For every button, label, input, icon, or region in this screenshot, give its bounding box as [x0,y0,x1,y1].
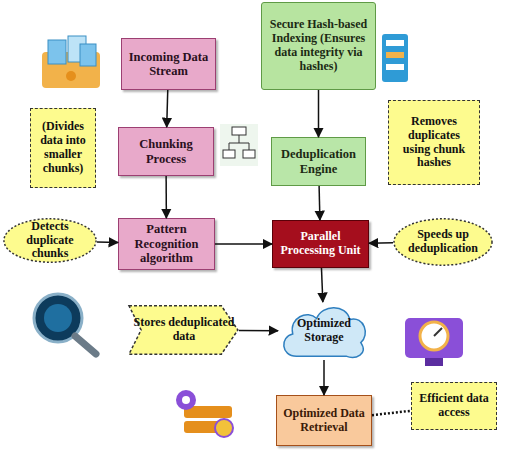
process-box: Optimized Data Retrieval [276,395,372,446]
icon-box [243,150,255,158]
note-ellipse: Detects duplicate chunks [3,218,97,263]
ellipse-shape [4,219,96,263]
arrow-connector [97,241,118,243]
node-label: Chunking Process [119,135,213,168]
screen-body [405,318,463,358]
arrow-connector [321,268,322,302]
process-box: Pattern Recognition algorithm [118,218,215,270]
gauge-needle [434,328,442,336]
server-gear-icon [176,390,233,437]
gauge-dial [420,322,448,350]
icon-box [232,127,246,135]
lock-icon [66,71,76,81]
arrow-connector [239,330,278,332]
arrow-connector [369,242,393,244]
node-label: Optimized Data Retrieval [277,405,371,437]
arrow-connector [318,90,320,137]
gear-icon [215,419,233,437]
node-label: Secure Hash-based Indexing (Ensures data… [262,16,375,75]
process-box: Chunking Process [118,127,214,176]
gauge-icon [405,318,463,366]
process-box: Secure Hash-based Indexing (Ensures data… [261,2,376,90]
process-box: Parallel Processing Unit [272,220,369,268]
panel-icon [382,34,408,82]
process-box: Deduplication Engine [271,137,366,186]
arrow-connector [167,90,168,127]
gear-icon [176,390,196,410]
folder-icon [42,36,100,88]
note-box: Removes duplicates using chunk hashes [388,100,480,185]
gear-hole [182,396,190,404]
flowchart-icon [220,124,258,166]
ellipse-shape [394,219,492,265]
screen-stand [425,358,443,366]
node-label: Efficient data access [412,390,496,422]
note-box: Efficient data access [411,382,497,430]
node-label: Incoming Data Stream [122,48,215,81]
node-label: Pattern Recognition algorithm [119,220,214,267]
document-icon [80,44,96,66]
process-box: Incoming Data Stream [121,38,216,90]
panel-bar [386,64,404,70]
arrow-connector [323,360,325,395]
arrow-connector [215,243,272,245]
node-label: Deduplication Engine [272,145,365,178]
node-label: Detects duplicate chunks [3,218,97,263]
magnifier-handle [75,336,96,354]
magnifier-icon [34,294,96,354]
arrow-connector [318,186,320,220]
note-ellipse: Speeds up deduplication [393,218,493,266]
panel-body [382,34,408,82]
panel-bar [386,52,404,58]
icon-lines [229,135,249,150]
panel-bar [386,40,404,46]
node-label: Speeds up deduplication [393,226,493,258]
icon-background [220,124,258,166]
dotted-connector [372,411,411,415]
node-label: Stores deduplicated data [129,314,239,346]
arrow-connector [165,176,167,218]
document-icon [48,40,66,64]
icon-box [223,150,235,158]
storage-cloud: Optimized Storage [278,302,370,360]
node-label: Optimized Storage [278,315,370,347]
note-banner: Stores deduplicated data [129,305,239,355]
note-box: (Divides data into smaller chunks) [30,108,96,188]
node-label: (Divides data into smaller chunks) [31,118,95,177]
lens-pattern [44,304,72,332]
node-label: Removes duplicates using chunk hashes [389,113,479,172]
node-label: Parallel Processing Unit [273,228,368,260]
